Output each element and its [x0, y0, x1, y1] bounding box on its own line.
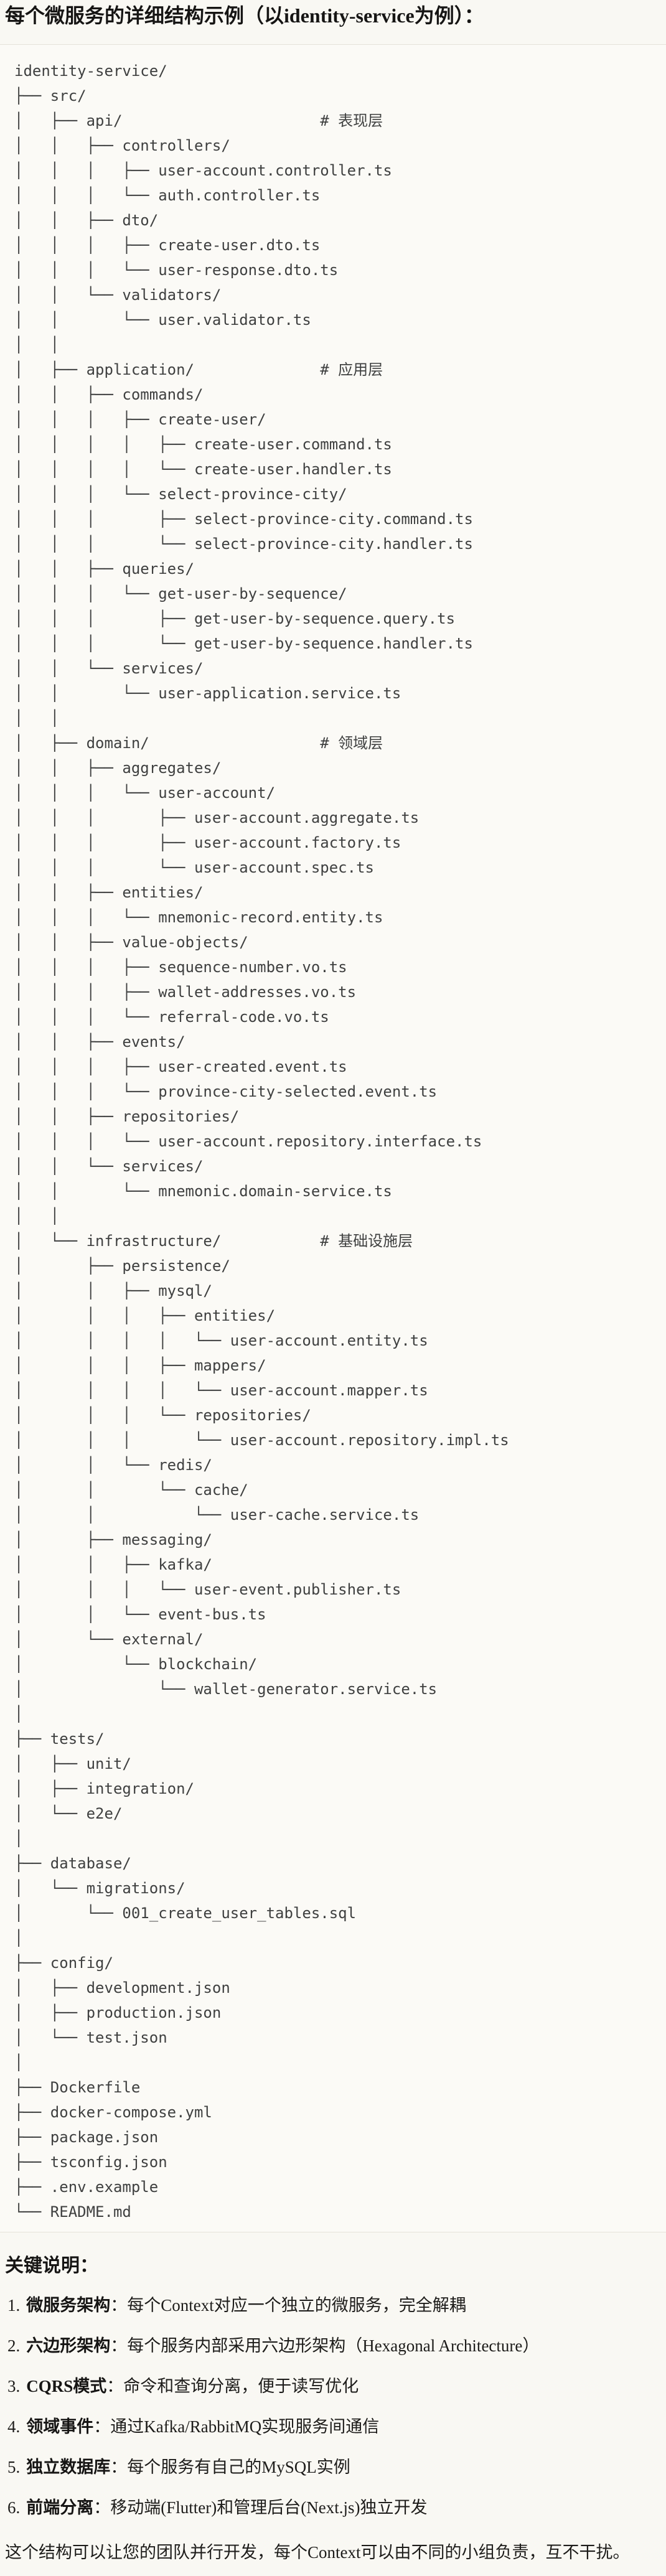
note-text: 每个服务内部采用六边形架构（Hexagonal Architecture） [127, 2336, 540, 2356]
page-title: 每个微服务的详细结构示例（以identity-service为例）： [5, 4, 484, 27]
closing-paragraph: 这个结构可以让您的团队并行开发，每个Context可以由不同的小组负责，互不干扰… [5, 2543, 630, 2562]
note-separator: ： [106, 2377, 124, 2396]
note-text: 每个Context对应一个独立的微服务，完全解耦 [127, 2296, 466, 2315]
note-text: 命令和查询分离，便于读写优化 [123, 2377, 359, 2396]
note-text: 每个服务有自己的MySQL实例 [127, 2458, 350, 2477]
note-label: 领域事件 [26, 2417, 94, 2437]
note-item-5: 5. 独立数据库：每个服务有自己的MySQL实例 [4, 2455, 660, 2480]
note-separator: ： [110, 2458, 128, 2477]
key-notes-section: 关键说明： 1.微服务架构：每个Context对应一个独立的微服务，完全解耦 2… [0, 2232, 666, 2576]
directory-tree-block: identity-service/ ├── src/ │ ├── api/ # … [0, 44, 666, 2233]
note-separator: ： [93, 2417, 111, 2437]
note-number: 6. [7, 2498, 21, 2517]
note-number: 2. [7, 2336, 21, 2356]
note-item-6: 6. 前端分离：移动端(Flutter)和管理后台(Next.js)独立开发 [4, 2495, 660, 2520]
notes-heading: 关键说明： [5, 2255, 98, 2277]
note-separator: ： [110, 2336, 128, 2356]
note-number: 5. [7, 2458, 21, 2477]
note-separator: ： [110, 2296, 128, 2315]
note-label: 微服务架构 [26, 2296, 111, 2315]
note-item-4: 4.领域事件：通过Kafka/RabbitMQ实现服务间通信 [4, 2414, 660, 2439]
note-text: 移动端(Flutter)和管理后台(Next.js)独立开发 [110, 2498, 428, 2517]
directory-tree: identity-service/ ├── src/ │ ├── api/ # … [14, 62, 509, 2221]
note-separator: ： [93, 2498, 111, 2517]
note-number: 4. [7, 2417, 21, 2437]
note-label: 前端分离 [26, 2498, 94, 2517]
note-number: 1. [7, 2296, 21, 2315]
note-number: 3. [7, 2377, 21, 2396]
note-label: 六边形架构 [26, 2336, 111, 2356]
note-item-3: 3. CQRS模式：命令和查询分离，便于读写优化 [4, 2374, 660, 2399]
note-label: 独立数据库 [26, 2458, 111, 2477]
note-text: 通过Kafka/RabbitMQ实现服务间通信 [110, 2417, 380, 2437]
note-label: CQRS模式 [26, 2377, 107, 2396]
note-item-2: 2.六边形架构：每个服务内部采用六边形架构（Hexagonal Architec… [4, 2333, 660, 2358]
note-item-1: 1. 微服务架构：每个Context对应一个独立的微服务，完全解耦 [4, 2293, 660, 2318]
